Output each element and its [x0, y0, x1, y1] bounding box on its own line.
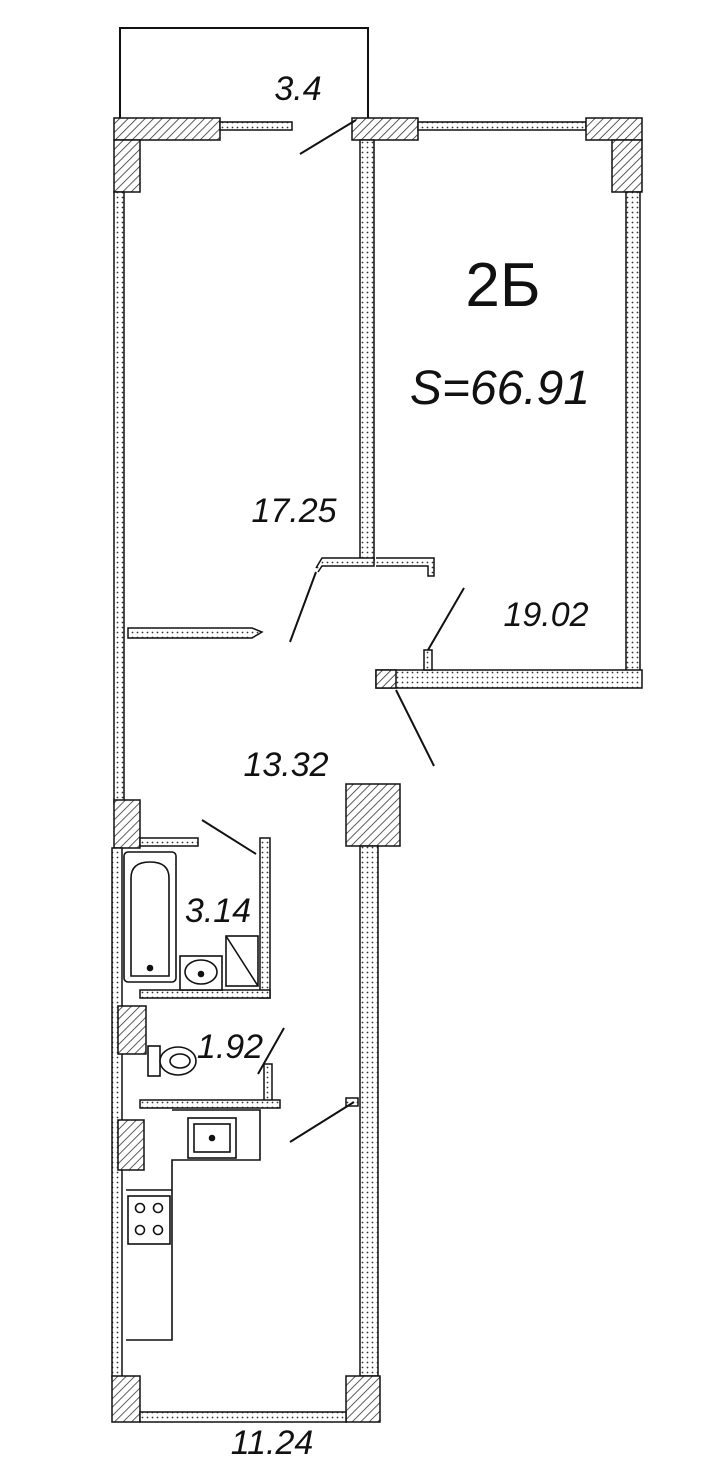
area-room-2: 19.02 [503, 596, 588, 634]
inner-walls [117, 139, 435, 1171]
fixtures [123, 851, 261, 1341]
kitchen-counter [126, 1109, 261, 1341]
bathtub-icon [123, 851, 177, 983]
outer-walls [111, 117, 643, 1423]
stove-icon [127, 1195, 171, 1245]
balcony [119, 27, 369, 118]
total-area: S=66.91 [410, 362, 590, 415]
door-swings [201, 119, 465, 1143]
area-bathroom: 3.14 [185, 892, 251, 930]
toilet-icon [147, 1045, 197, 1077]
area-toilet: 1.92 [197, 1028, 263, 1066]
area-balcony: 3.4 [274, 70, 321, 108]
washing-machine-icon [225, 935, 259, 987]
sink-icon [179, 955, 223, 991]
area-kitchen: 11.24 [231, 1424, 314, 1462]
area-room-1: 17.25 [251, 492, 336, 530]
area-hallway: 13.32 [243, 746, 328, 784]
apartment-code: 2Б [465, 251, 540, 320]
kitchen-sink-icon [187, 1117, 237, 1159]
